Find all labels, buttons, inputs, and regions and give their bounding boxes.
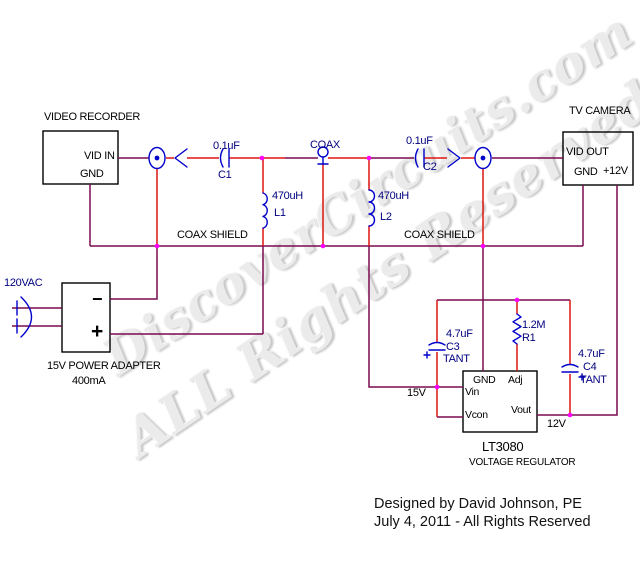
cable-arrow-left-icon	[174, 148, 188, 168]
c4-value: 4.7uF	[578, 348, 605, 360]
r1-ref: R1	[522, 332, 536, 344]
junction-dot	[154, 243, 160, 249]
coax-label: COAX	[310, 139, 340, 151]
l1-ref: L1	[274, 207, 286, 219]
footer-line1: Designed by David Johnson, PE	[374, 496, 582, 512]
c2-capacitor-symbol	[414, 148, 425, 168]
adapter-minus-label: −	[92, 289, 103, 309]
r1-resistor-symbol	[512, 313, 522, 345]
power-adapter-box	[61, 282, 111, 353]
junction-dot	[320, 243, 326, 249]
vid-in-label: VID IN	[84, 150, 115, 162]
l2-inductor-symbol	[368, 189, 376, 227]
ac-input-label: 120VAC	[4, 277, 43, 289]
c3-capacitor-symbol	[423, 341, 446, 359]
c1-value: 0.1uF	[213, 140, 240, 152]
c1-capacitor-symbol	[219, 148, 230, 168]
adapter-plus-label: +	[91, 320, 103, 343]
recorder-gnd-label: GND	[80, 168, 104, 180]
reg-pin-vin: Vin	[465, 386, 480, 398]
reg-pin-vcon: Vcon	[465, 409, 488, 421]
net-15v-label: 15V	[407, 387, 426, 399]
junction-dot	[567, 412, 573, 418]
c4-capacitor-symbol	[561, 363, 586, 381]
vid-out-label: VID OUT	[566, 146, 609, 158]
c1-ref: C1	[218, 169, 232, 181]
c3-value: 4.7uF	[446, 328, 473, 340]
reg-part-number: LT3080	[482, 439, 524, 454]
coax-connector-left-icon	[148, 146, 166, 170]
junction-dot	[514, 297, 520, 303]
net-12v-label: 12V	[547, 418, 566, 430]
r1-value: 1.2M	[522, 319, 546, 331]
coax-shield-left-label: COAX SHIELD	[177, 229, 248, 241]
wire-segment	[537, 185, 618, 416]
reg-pin-adj: Adj	[508, 374, 523, 386]
junction-dot	[259, 155, 265, 161]
video-recorder-title: VIDEO RECORDER	[44, 111, 141, 123]
ac-plug-icon	[16, 296, 33, 338]
l2-ref: L2	[380, 211, 392, 223]
camera-gnd-label: GND	[574, 166, 598, 178]
tv-camera-title: TV CAMERA	[569, 105, 631, 117]
junction-dots	[154, 155, 573, 418]
footer-line2: July 4, 2011 - All Rights Reserved	[374, 514, 591, 530]
adapter-name-line2: 400mA	[72, 375, 106, 387]
c4-ref: C4	[583, 361, 597, 373]
camera-12v-label: +12V	[603, 165, 628, 177]
wire-segment	[368, 246, 437, 388]
c2-value: 0.1uF	[406, 135, 433, 147]
c2-ref: C2	[423, 161, 437, 173]
lt3080-box	[462, 370, 538, 433]
coax-shield-right-label: COAX SHIELD	[404, 229, 475, 241]
c3-ref: C3	[446, 341, 460, 353]
l1-inductor-symbol	[262, 192, 268, 229]
junction-dot	[366, 155, 372, 161]
reg-caption: VOLTAGE REGULATOR	[469, 457, 576, 468]
coax-tap-symbol	[317, 146, 329, 165]
cable-arrow-right-icon	[447, 148, 461, 168]
reg-pin-vout: Vout	[511, 404, 531, 416]
coax-connector-right-icon	[474, 146, 492, 170]
l1-value: 470uH	[272, 190, 303, 202]
l2-value: 470uH	[378, 190, 409, 202]
c3-type: TANT	[443, 353, 470, 365]
wire-segment	[110, 246, 158, 300]
junction-dot	[480, 243, 486, 249]
reg-pin-gnd: GND	[473, 374, 496, 386]
junction-dot	[434, 384, 440, 390]
c4-type: TANT	[580, 374, 607, 386]
adapter-name-line1: 15V POWER ADAPTER	[47, 360, 161, 372]
